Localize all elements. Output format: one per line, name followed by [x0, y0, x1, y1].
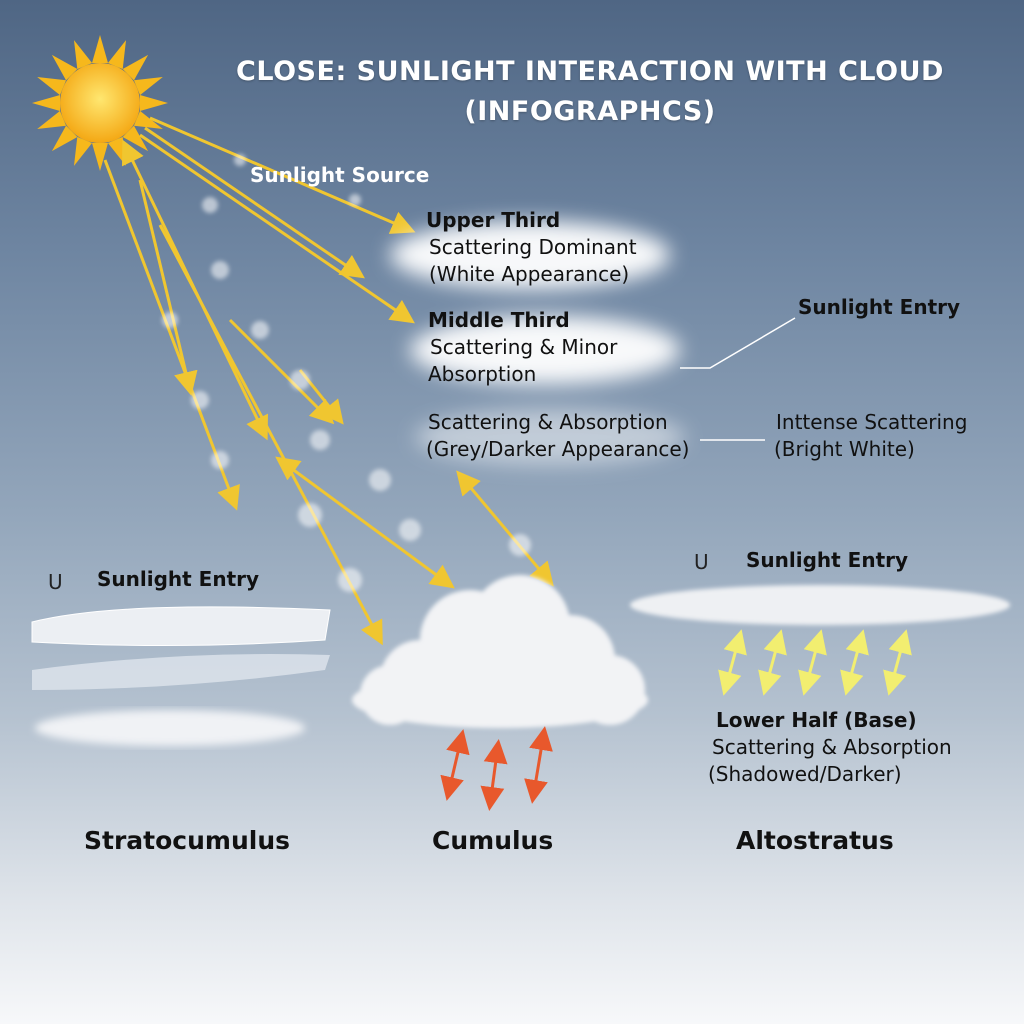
- intense-line2: (Bright White): [774, 437, 915, 461]
- entry-marker-icon: U: [48, 570, 63, 594]
- lower-half-line2: (Shadowed/Darker): [708, 762, 902, 786]
- upper-third-line1: Scattering Dominant: [429, 235, 637, 259]
- lower-line1: Scattering & Absorption: [428, 410, 668, 434]
- stratocumulus-cloud: [31, 606, 331, 746]
- sunlight-source-label: Sunlight Source: [250, 163, 430, 187]
- lower-half-label: Lower Half (Base) Scattering & Absorptio…: [708, 707, 952, 788]
- intense-line1: Inttense Scattering: [776, 410, 968, 434]
- lower-line2: (Grey/Darker Appearance): [426, 437, 690, 461]
- cloud-type-cumulus: Cumulus: [432, 826, 554, 855]
- upper-third-label: Upper Third Scattering Dominant (White A…: [426, 207, 637, 288]
- middle-third-label: Middle Third Scattering & Minor Absorpti…: [428, 307, 617, 388]
- sunlight-entry-label: Sunlight Entry: [798, 295, 961, 319]
- cloud-type-stratocumulus: Stratocumulus: [84, 826, 290, 855]
- altostratus-entry-label: Sunlight Entry: [746, 548, 909, 572]
- lower-half-heading: Lower Half (Base): [716, 708, 917, 732]
- entry-marker-icon: U: [694, 550, 709, 574]
- sun-icon: [32, 35, 168, 171]
- lower-third-label: Scattering & Absorption (Grey/Darker App…: [426, 409, 690, 463]
- page-title: CLOSE: SUNLIGHT INTERACTION WITH CLOUD (…: [200, 52, 980, 132]
- cumulus-cloud: [352, 575, 648, 728]
- altostratus-cloud: [630, 585, 1010, 625]
- upper-third-line2: (White Appearance): [429, 262, 630, 286]
- middle-third-line2: Absorption: [428, 362, 537, 386]
- lower-half-line1: Scattering & Absorption: [712, 735, 952, 759]
- upper-third-heading: Upper Third: [426, 208, 561, 232]
- cloud-type-altostratus: Altostratus: [736, 826, 894, 855]
- title-line-2: (INFOGRAPHCS): [464, 96, 716, 127]
- stratocumulus-entry-label: Sunlight Entry: [97, 567, 260, 591]
- intense-scattering-label: Inttense Scattering (Bright White): [774, 409, 967, 463]
- middle-third-heading: Middle Third: [428, 308, 570, 332]
- title-line-1: CLOSE: SUNLIGHT INTERACTION WITH CLOUD: [236, 56, 944, 87]
- middle-third-line1: Scattering & Minor: [430, 335, 618, 359]
